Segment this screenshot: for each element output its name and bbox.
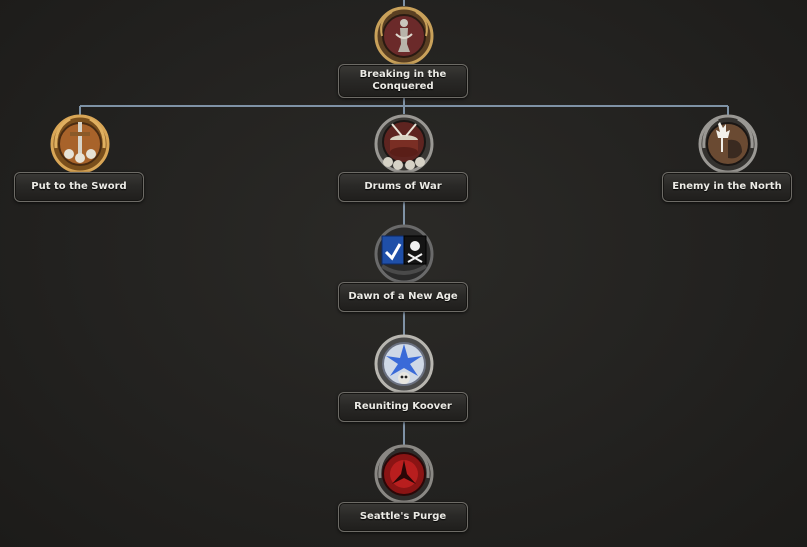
blue-star-skull-icon (374, 334, 434, 394)
focus-label: Put to the Sword (14, 172, 144, 202)
focus-enemy-in-the-north[interactable]: Enemy in the North (662, 114, 794, 214)
focus-drums-of-war[interactable]: Drums of War (338, 114, 470, 214)
focus-label: Breaking in the Conquered (338, 64, 468, 98)
pirate-flag-icon (374, 224, 434, 284)
focus-label: Drums of War (338, 172, 468, 202)
focus-label: Enemy in the North (662, 172, 792, 202)
focus-put-to-the-sword[interactable]: Put to the Sword (14, 114, 146, 214)
focus-breaking-in-the-conquered[interactable]: Breaking in the Conquered (338, 6, 470, 106)
sword-skulls-icon (50, 114, 110, 174)
chained-prisoner-icon (374, 6, 434, 66)
focus-label: Reuniting Koover (338, 392, 468, 422)
focus-seattles-purge[interactable]: Seattle's Purge (338, 444, 470, 544)
focus-dawn-of-a-new-age[interactable]: Dawn of a New Age (338, 224, 470, 324)
focus-reuniting-koover[interactable]: Reuniting Koover (338, 334, 470, 434)
maple-leaf-fist-icon (698, 114, 758, 174)
focus-label: Seattle's Purge (338, 502, 468, 532)
focus-label: Dawn of a New Age (338, 282, 468, 312)
war-drum-icon (374, 114, 434, 174)
red-purge-icon (374, 444, 434, 504)
